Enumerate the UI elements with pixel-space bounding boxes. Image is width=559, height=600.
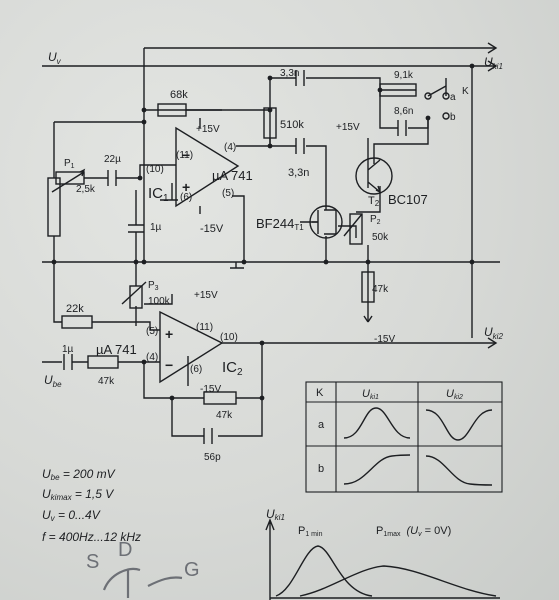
svg-text:-15V: -15V: [374, 334, 395, 345]
svg-text:IC1: IC1: [148, 185, 169, 204]
svg-text:D: D: [118, 539, 132, 561]
components: − + + −: [47, 70, 450, 444]
svg-text:2,5k: 2,5k: [76, 184, 96, 195]
svg-text:1µ: 1µ: [62, 344, 74, 355]
svg-text:K: K: [316, 387, 324, 399]
svg-text:+15V: +15V: [194, 290, 218, 301]
svg-text:47k: 47k: [372, 284, 389, 295]
svg-text:+15V: +15V: [196, 124, 220, 135]
svg-text:(4): (4): [146, 352, 158, 363]
svg-text:(11): (11): [196, 322, 213, 333]
svg-text:(4): (4): [224, 142, 236, 153]
svg-text:G: G: [184, 559, 200, 581]
svg-text:22µ: 22µ: [104, 154, 121, 165]
svg-text:68k: 68k: [170, 89, 188, 101]
uki1-label: Uki1: [484, 55, 503, 71]
opamp-ic1: [175, 126, 240, 208]
response-graph: Uki1 P1 min P1max(Uv = 0V): [265, 507, 500, 600]
capacitor-1u-ic1: [128, 224, 144, 233]
svg-text:(11): (11): [176, 150, 193, 161]
labels: Uv Uki1 Uki2 Ube 68k 3,3n 9,1k K a b 8,6…: [44, 50, 503, 463]
svg-text:56p: 56p: [204, 452, 221, 463]
resistor-47k-fb: [203, 391, 237, 405]
svg-text:S: S: [86, 551, 99, 573]
capacitor-3n3-mid: [295, 138, 305, 154]
junction-dots: [51, 63, 475, 401]
svg-text:Uv = 0...4V: Uv = 0...4V: [42, 508, 101, 523]
resistor-47k-in: [87, 355, 119, 369]
svg-text:P2: P2: [370, 214, 381, 226]
svg-text:P1 min: P1 min: [298, 525, 323, 538]
svg-text:(10): (10): [220, 332, 238, 343]
capacitor-22u: [107, 170, 117, 186]
svg-text:9,1k: 9,1k: [394, 70, 414, 81]
svg-text:Uki2: Uki2: [446, 388, 463, 401]
svg-text:b: b: [318, 463, 324, 475]
svg-text:(10): (10): [146, 164, 164, 175]
potentiometer-p1: [47, 177, 61, 237]
svg-text:Ukimax = 1,5 V: Ukimax = 1,5 V: [42, 487, 114, 502]
svg-text:P3: P3: [148, 280, 159, 292]
resistor-68k: [157, 103, 187, 117]
capacitor-8n6: [397, 120, 407, 136]
resistor-47k-t2: [361, 271, 375, 303]
uv-label: Uv: [48, 50, 62, 66]
svg-text:47k: 47k: [216, 410, 233, 421]
switch-table: K Uki1 Uki2 a b: [305, 381, 503, 493]
svg-text:(5): (5): [222, 188, 234, 199]
opamp-ic2: [159, 310, 224, 384]
svg-text:510k: 510k: [280, 119, 304, 131]
svg-text:P1: P1: [64, 158, 75, 170]
svg-text:1µ: 1µ: [150, 222, 162, 233]
svg-text:µA 741: µA 741: [96, 342, 137, 357]
svg-text:P1max(Uv = 0V): P1max(Uv = 0V): [376, 525, 451, 538]
svg-text:−: −: [182, 147, 190, 163]
svg-text:8,6n: 8,6n: [394, 106, 413, 117]
svg-text:+: +: [165, 326, 173, 342]
svg-text:+15V: +15V: [336, 122, 360, 133]
svg-text:+: +: [182, 179, 190, 195]
svg-text:(5): (5): [146, 326, 158, 337]
svg-text:IC2: IC2: [222, 359, 243, 378]
svg-text:T2: T2: [368, 195, 380, 208]
resistor-22k: [61, 315, 93, 329]
svg-text:b: b: [450, 112, 456, 123]
svg-text:47k: 47k: [98, 376, 115, 387]
ube-label: Ube: [44, 373, 62, 389]
svg-text:a: a: [450, 92, 456, 103]
svg-text:50k: 50k: [372, 232, 389, 243]
svg-text:a: a: [318, 419, 325, 431]
svg-text:3,3n: 3,3n: [288, 167, 309, 179]
svg-text:BF244T1: BF244T1: [256, 216, 304, 232]
svg-text:(6): (6): [190, 364, 202, 375]
svg-text:22k: 22k: [66, 303, 84, 315]
svg-text:Ube = 200 mV: Ube = 200 mV: [42, 467, 116, 482]
svg-text:100k: 100k: [148, 296, 171, 307]
capacitor-3n3-top: [295, 70, 305, 86]
svg-text:BC107: BC107: [388, 192, 428, 207]
svg-text:K: K: [462, 86, 469, 97]
svg-text:−: −: [165, 357, 173, 373]
svg-text:µA 741: µA 741: [212, 168, 253, 183]
spec-block: Ube = 200 mV Ukimax = 1,5 V Uv = 0...4V …: [42, 467, 141, 544]
potentiometer-p3: [129, 285, 143, 309]
handwritten-sdg: S D G: [86, 539, 200, 598]
svg-text:3,3n: 3,3n: [280, 68, 299, 79]
capacitor-1u-in: [63, 354, 73, 370]
svg-text:-15V: -15V: [200, 384, 221, 395]
svg-text:Uki1: Uki1: [362, 388, 379, 401]
transistor-t2: [355, 157, 393, 195]
fet-bf244: [309, 205, 343, 239]
svg-text:(6): (6): [180, 192, 192, 203]
svg-text:Uki1: Uki1: [266, 507, 285, 522]
capacitor-56p: [203, 428, 213, 444]
switch-k[interactable]: [424, 85, 450, 120]
svg-text:-15V: -15V: [200, 223, 224, 235]
uki2-label: Uki2: [484, 325, 503, 341]
svg-text:f = 400Hz...12 kHz: f = 400Hz...12 kHz: [42, 530, 141, 544]
